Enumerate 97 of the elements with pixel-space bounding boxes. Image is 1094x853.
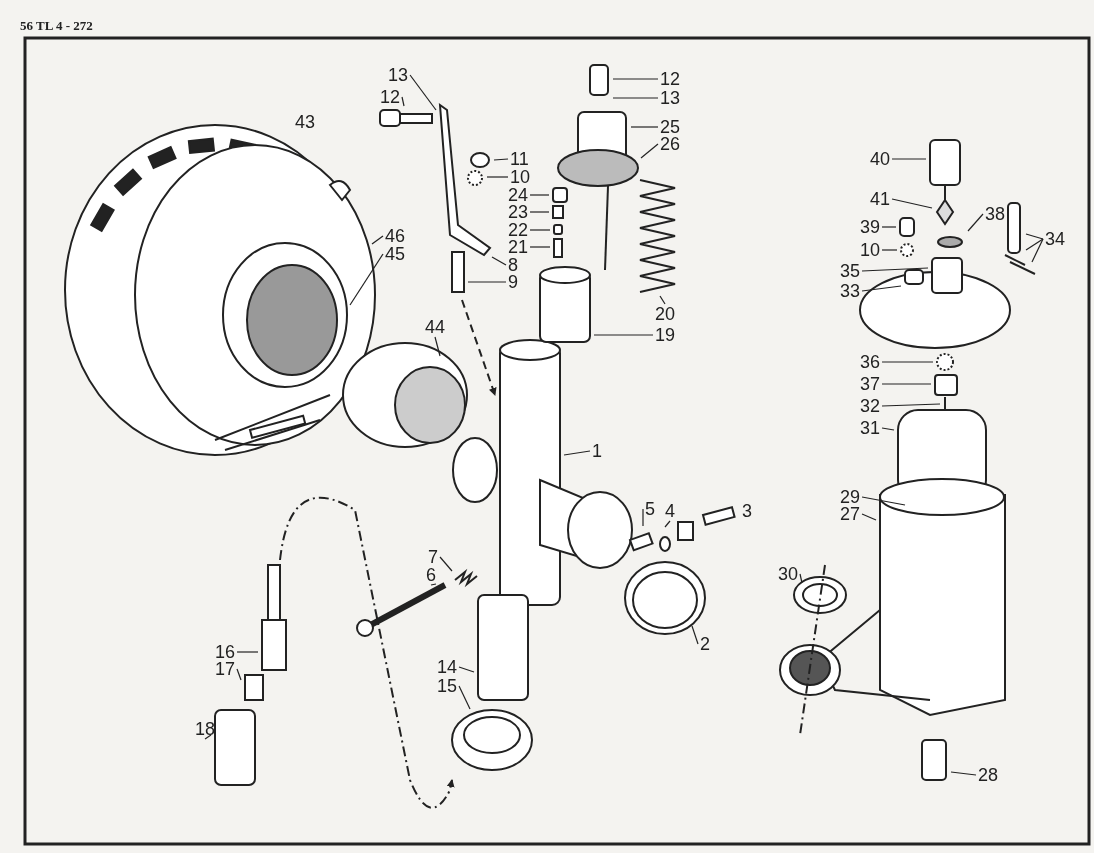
leader-line: [1025, 238, 1044, 251]
leader-line: [439, 556, 453, 572]
callout-number: 30: [778, 565, 799, 583]
callout-number: 20: [655, 305, 676, 323]
leader-line: [430, 583, 437, 586]
leader-line: [967, 213, 984, 232]
callout-number: 34: [1045, 230, 1066, 248]
callout-number: 13: [388, 66, 409, 84]
callout-number: 24: [508, 186, 529, 204]
leader-line: [401, 96, 405, 107]
leader-line: [491, 256, 507, 266]
callout-number: 26: [660, 135, 681, 153]
leader-line: [664, 520, 671, 528]
callout-number: 41: [870, 190, 891, 208]
callout-number: 10: [510, 168, 531, 186]
callout-number: 15: [437, 677, 458, 695]
leader-line: [642, 508, 644, 527]
leader-line: [1025, 233, 1044, 240]
leader-line: [486, 176, 509, 178]
leader-line: [861, 513, 877, 521]
callout-number: 18: [195, 720, 216, 738]
leader-line: [529, 211, 550, 213]
leader-line: [891, 198, 933, 209]
leader-line: [593, 334, 654, 336]
leader-line: [349, 253, 384, 306]
leader-line: [236, 668, 242, 681]
leader-line: [467, 281, 507, 283]
callout-number: 40: [870, 150, 891, 168]
callout-number: 31: [860, 419, 881, 437]
callout-number: 11: [510, 150, 529, 168]
leader-line: [881, 383, 932, 385]
callout-number: 21: [508, 238, 529, 256]
leader-line: [881, 427, 895, 431]
leader-line: [630, 126, 659, 128]
leader-line: [861, 267, 929, 272]
callout-number: 29: [840, 488, 861, 506]
leader-line: [204, 734, 212, 740]
callout-number: 46: [385, 227, 406, 245]
leader-line: [563, 450, 591, 456]
leader-line: [891, 158, 927, 160]
callout-number: 33: [840, 282, 861, 300]
callout-number: 16: [215, 643, 236, 661]
callout-number: 6: [426, 566, 436, 584]
callout-number: 12: [380, 88, 401, 106]
leader-line: [529, 229, 551, 231]
leader-line: [950, 771, 977, 776]
callout-number: 22: [508, 221, 529, 239]
leader-line: [881, 249, 898, 251]
callout-number: 14: [437, 658, 458, 676]
leader-line: [640, 143, 659, 159]
callout-number: 5: [645, 500, 655, 518]
leader-line: [691, 625, 699, 645]
callout-number: 25: [660, 118, 681, 136]
leader-line: [493, 158, 509, 161]
leader-line: [881, 403, 941, 407]
page-code: 56 TL 4 - 272: [20, 18, 93, 34]
callout-number: 44: [425, 318, 446, 336]
leader-line: [409, 74, 437, 111]
leader-line: [612, 78, 659, 80]
callout-number: 35: [840, 262, 861, 280]
leader-line: [659, 295, 666, 305]
leader-line: [529, 194, 550, 196]
callout-number: 13: [660, 89, 681, 107]
leader-line: [434, 336, 441, 357]
callout-number: 39: [860, 218, 881, 236]
callout-number: 17: [215, 660, 236, 678]
leader-line: [236, 651, 259, 653]
callout-number: 32: [860, 397, 881, 415]
leader-line: [371, 235, 384, 245]
callout-number: 38: [985, 205, 1006, 223]
leader-line: [799, 573, 803, 584]
callout-number: 7: [428, 548, 438, 566]
callout-number: 10: [860, 241, 881, 259]
callout-number: 8: [508, 256, 518, 274]
leader-line: [458, 666, 475, 673]
callout-number: 12: [660, 70, 681, 88]
callout-number: 1: [592, 442, 602, 460]
callout-number: 23: [508, 203, 529, 221]
callout-number: 28: [978, 766, 999, 784]
callout-number: 27: [840, 505, 861, 523]
leader-line: [529, 246, 551, 248]
leader-line: [881, 226, 897, 228]
callout-number: 9: [508, 273, 518, 291]
callout-number: 4: [665, 502, 675, 520]
callout-number: 45: [385, 245, 406, 263]
callout-number: 2: [700, 635, 710, 653]
callout-number: 43: [295, 113, 316, 131]
leader-line: [612, 97, 659, 99]
leader-line: [1031, 238, 1044, 263]
leader-line: [881, 361, 934, 363]
leader-line: [861, 285, 902, 292]
callout-number: 3: [742, 502, 752, 520]
leader-line: [861, 496, 906, 506]
leader-line: [458, 685, 471, 710]
callout-number: 19: [655, 326, 676, 344]
callout-number: 36: [860, 353, 881, 371]
callout-number: 37: [860, 375, 881, 393]
